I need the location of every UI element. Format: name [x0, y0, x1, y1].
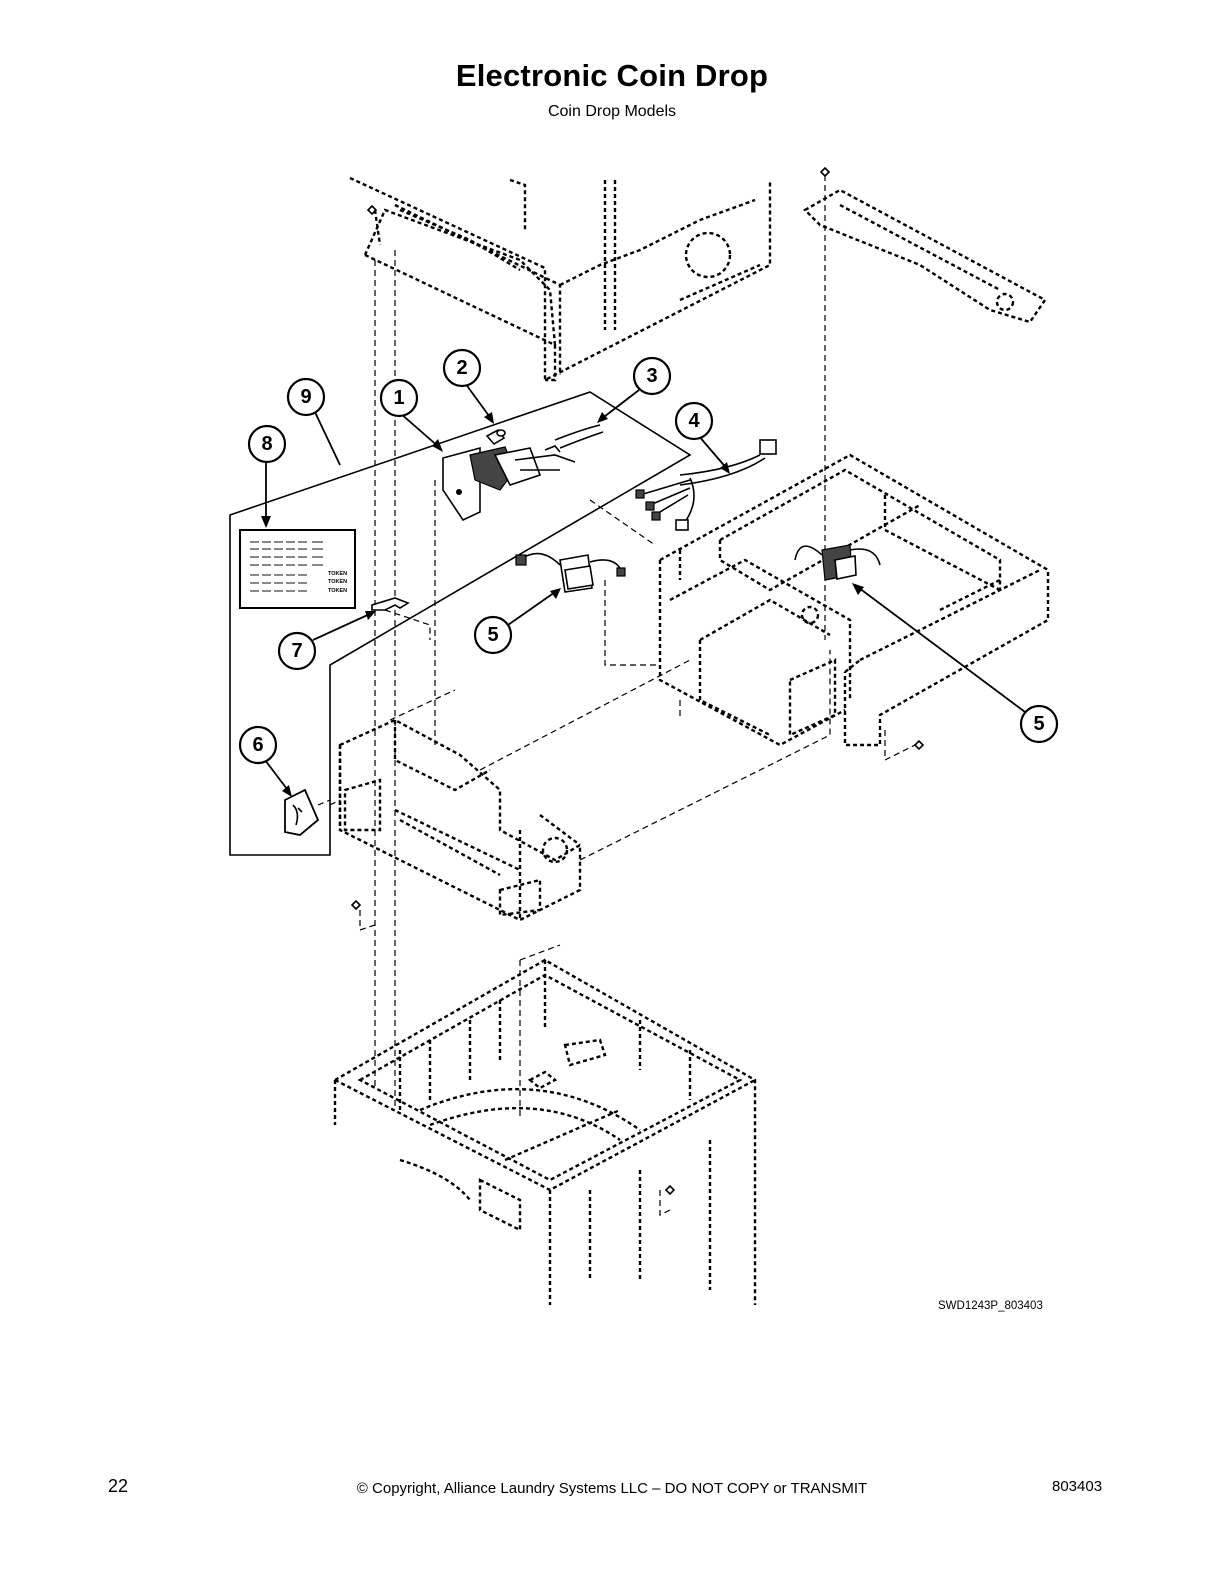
callout-8-label: 8 [261, 433, 272, 455]
lower-cabinet [333, 944, 757, 1305]
token-label-2: TOKEN [328, 579, 347, 585]
callout-2-label: 2 [456, 357, 467, 379]
callout-4-label: 4 [688, 410, 700, 432]
callout-5-left: 5 [473, 615, 513, 655]
callout-5-right-label: 5 [1033, 713, 1044, 735]
transformer-right [794, 544, 881, 581]
leader-lines [264, 382, 1026, 794]
coin-drop-assembly [434, 445, 576, 745]
callout-3: 3 [632, 356, 672, 396]
page-title: Electronic Coin Drop [455, 58, 769, 93]
callout-5-right: 5 [1019, 704, 1059, 744]
callout-3-label: 3 [646, 365, 657, 387]
instruction-label [284, 788, 331, 836]
callout-6-label: 6 [252, 734, 263, 756]
transformer-left [515, 552, 626, 593]
leader-arrowheads [261, 412, 864, 797]
token-label-3: TOKEN [328, 588, 347, 594]
copyright-notice: © Copyright, Alliance Laundry Systems LL… [356, 1480, 868, 1497]
document-number: 803403 [1052, 1478, 1103, 1495]
base-frame [658, 453, 1050, 761]
upper-cabinet [349, 176, 772, 1110]
callout-1: 1 [379, 378, 419, 418]
callout-6: 6 [238, 725, 278, 765]
callout-9-label: 9 [300, 386, 311, 408]
top-bracket [803, 166, 1047, 640]
callout-7: 7 [277, 631, 317, 671]
page-number: 22 [108, 1476, 129, 1496]
callout-8: 8 [247, 424, 287, 464]
page-subtitle: Coin Drop Models [547, 103, 677, 120]
retaining-clip [371, 597, 431, 640]
callout-7-label: 7 [291, 640, 302, 662]
callout-9: 9 [286, 377, 326, 417]
token-decal: TOKEN TOKEN TOKEN [239, 529, 356, 609]
wire-harness [635, 439, 777, 531]
drawing-id: SWD1243P_803403 [938, 1300, 1043, 1312]
console-panel [329, 650, 831, 931]
wire-leads [554, 424, 604, 449]
callout-1-label: 1 [393, 387, 404, 409]
callout-5-left-label: 5 [487, 624, 498, 646]
parts-kit-outline [229, 391, 692, 856]
callout-4: 4 [674, 401, 714, 441]
token-label-1: TOKEN [328, 571, 347, 577]
callout-2: 2 [442, 348, 482, 388]
coin-roller [485, 428, 506, 446]
